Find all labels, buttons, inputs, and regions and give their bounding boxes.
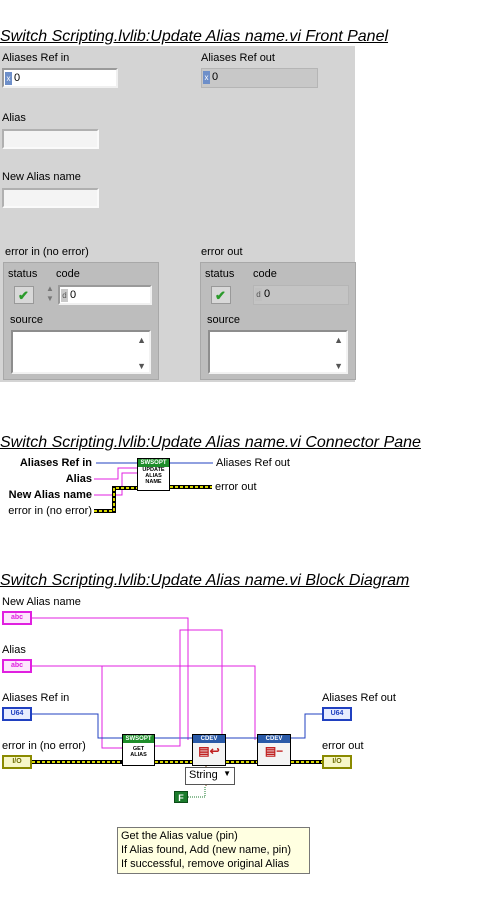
connector-pane-title: Switch Scripting.lvlib:Update Alias name…	[0, 434, 421, 451]
bd-error-out-label: error out	[322, 740, 364, 752]
bd-new-alias-name-label: New Alias name	[2, 596, 81, 608]
bd-aliases-ref-out-label: Aliases Ref out	[322, 692, 396, 704]
aliases-ref-in-terminal[interactable]: U64	[2, 707, 32, 721]
status-label: status	[205, 268, 235, 280]
icon-banner: SWSOPT	[123, 735, 154, 743]
type-ring-constant[interactable]: String ▼	[185, 767, 235, 785]
scroll-down-icon[interactable]: ▼	[137, 361, 146, 371]
aliases-ref-in-control[interactable]: x 0	[2, 68, 118, 88]
cp-input-alias: Alias	[65, 473, 92, 485]
type-ring-value: String	[189, 769, 218, 781]
scroll-up-icon[interactable]: ▲	[334, 335, 343, 345]
status-checkbox[interactable]: ✔	[14, 286, 34, 304]
aliases-ref-in-label: Aliases Ref in	[2, 52, 70, 64]
status-indicator: ✔	[211, 286, 231, 304]
scroll-up-icon[interactable]: ▲	[137, 335, 146, 345]
radix-indicator[interactable]: d	[255, 288, 262, 301]
source-text-control[interactable]: ▲ ▼	[11, 330, 151, 374]
alias-string-control[interactable]	[2, 129, 99, 149]
code-indicator: d 0	[253, 285, 349, 305]
comment-line: If successful, remove original Alias	[121, 858, 290, 870]
front-panel: Aliases Ref in x 0 Aliases Ref out x 0 A…	[0, 46, 356, 382]
alias-terminal[interactable]: abc	[2, 659, 32, 673]
radix-indicator[interactable]: x	[5, 72, 12, 85]
diagram-comment: Get the Alias value (pin) If Alias found…	[117, 827, 310, 874]
scroll-down-icon[interactable]: ▼	[334, 361, 343, 371]
icon-line: ALIAS	[130, 752, 147, 758]
status-label: status	[8, 268, 38, 280]
error-out-cluster: status code ✔ d 0 source ▲ ▼	[200, 262, 356, 380]
source-label: source	[207, 314, 241, 326]
code-label: code	[56, 268, 80, 280]
comment-line: If Alias found, Add (new name, pin)	[121, 844, 291, 856]
aliases-ref-out-label: Aliases Ref out	[201, 52, 275, 64]
block-diagram-title: Switch Scripting.lvlib:Update Alias name…	[0, 572, 410, 589]
checkmark-icon: ✔	[215, 288, 226, 303]
list-add-icon: ▤↩	[198, 744, 220, 758]
error-in-terminal[interactable]: I/O	[2, 755, 32, 769]
aliases-ref-in-value: 0	[14, 72, 21, 84]
cp-output-aliases-ref-out: Aliases Ref out	[216, 457, 290, 469]
cdev-remove-alias-icon[interactable]: CDEV ▤−	[257, 734, 291, 766]
new-alias-name-label: New Alias name	[2, 171, 81, 183]
icon-line: UPDATE	[142, 467, 165, 473]
radix-indicator[interactable]: d	[61, 289, 68, 302]
cp-output-error-out: error out	[215, 481, 257, 493]
cp-input-new-alias-name: New Alias name	[8, 489, 92, 501]
icon-banner: CDEV	[258, 735, 290, 743]
icon-line: GET	[132, 746, 145, 752]
update-alias-name-subvi-icon[interactable]: SWSOPT UPDATE ALIAS NAME	[137, 458, 170, 491]
aliases-ref-out-indicator: x 0	[201, 68, 318, 88]
bd-alias-label: Alias	[2, 644, 26, 656]
icon-banner: SWSOPT	[138, 459, 169, 467]
cp-input-aliases-ref-in: Aliases Ref in	[19, 457, 92, 469]
icon-line: NAME	[145, 479, 162, 485]
error-out-terminal[interactable]: I/O	[322, 755, 352, 769]
aliases-ref-out-value: 0	[212, 71, 219, 83]
new-alias-name-string-control[interactable]	[2, 188, 99, 208]
code-label: code	[253, 268, 277, 280]
front-panel-title: Switch Scripting.lvlib:Update Alias name…	[0, 28, 389, 45]
source-label: source	[10, 314, 44, 326]
bd-aliases-ref-in-label: Aliases Ref in	[2, 692, 70, 704]
code-control[interactable]: d 0	[58, 285, 152, 305]
error-out-label: error out	[201, 246, 243, 258]
comment-line: Get the Alias value (pin)	[121, 830, 238, 842]
connector-wires	[94, 462, 213, 513]
source-text-indicator[interactable]: ▲ ▼	[208, 330, 348, 374]
checkmark-icon: ✔	[18, 288, 29, 303]
bd-error-in-label: error in (no error)	[2, 740, 86, 752]
cp-input-error-in: error in (no error)	[8, 505, 92, 517]
list-remove-icon: ▤−	[264, 744, 284, 758]
radix-indicator[interactable]: x	[203, 71, 210, 84]
false-constant[interactable]: F	[174, 791, 188, 803]
get-alias-subvi-icon[interactable]: SWSOPT GET ALIAS	[122, 734, 155, 766]
icon-line: ALIAS	[145, 473, 162, 479]
aliases-ref-out-terminal[interactable]: U64	[322, 707, 352, 721]
icon-banner: CDEV	[193, 735, 225, 743]
code-value: 0	[70, 289, 77, 301]
code-value: 0	[264, 288, 271, 300]
error-in-cluster: status code ✔ ▲▼ d 0 source ▲ ▼	[3, 262, 159, 380]
block-diagram-wires	[32, 617, 322, 798]
dropdown-arrow-icon[interactable]: ▼	[223, 769, 231, 778]
increment-decrement-icon[interactable]: ▲▼	[46, 284, 54, 303]
new-alias-name-terminal[interactable]: abc	[2, 611, 32, 625]
alias-label: Alias	[2, 112, 26, 124]
cdev-add-alias-icon[interactable]: CDEV ▤↩	[192, 734, 226, 766]
error-in-label: error in (no error)	[5, 246, 89, 258]
